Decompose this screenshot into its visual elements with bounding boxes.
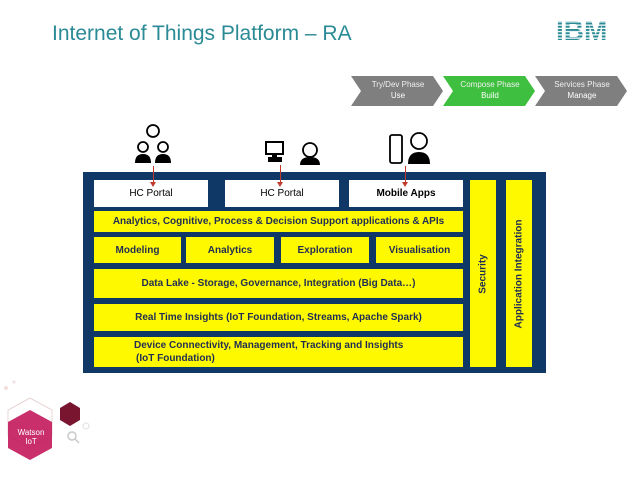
data-lake-layer: Data Lake - Storage, Governance, Integra… xyxy=(94,269,463,298)
ibm-logo: IBM xyxy=(556,16,607,42)
phase-services[interactable]: Services Phase Manage xyxy=(541,76,623,106)
watson-label-line1: Watson xyxy=(17,428,45,437)
phase-try-dev[interactable]: Try/Dev Phase Use xyxy=(357,76,439,106)
phase-chevron-build xyxy=(443,76,535,106)
phase-label: Compose Phase xyxy=(460,80,520,89)
phase-bar: Try/Dev Phase Use Compose Phase Build Se… xyxy=(351,76,627,106)
users-icon xyxy=(135,124,171,163)
tool-visualisation: Visualisation xyxy=(376,237,463,263)
device-line-2: (IoT Foundation) xyxy=(136,353,215,364)
svg-text:IBM: IBM xyxy=(556,16,607,42)
device-connectivity-layer: Device Connectivity, Management, Trackin… xyxy=(94,337,463,367)
arrow-line xyxy=(153,166,154,182)
desktop-user-icon xyxy=(265,141,320,165)
realtime-insights-layer: Real Time Insights (IoT Foundation, Stre… xyxy=(94,304,463,331)
device-line-1: Device Connectivity, Management, Trackin… xyxy=(134,340,404,351)
app-integration-label: Application Integration xyxy=(513,219,525,328)
mobile-user-icon xyxy=(389,132,430,164)
arrow-line xyxy=(280,165,281,182)
watson-iot-label: Watson IoT xyxy=(12,428,50,446)
security-label: Security xyxy=(477,253,489,294)
arrow-line xyxy=(405,166,406,182)
phase-label: Try/Dev Phase xyxy=(371,80,425,89)
tool-modeling: Modeling xyxy=(94,237,181,263)
phase-sub: Use xyxy=(390,91,406,100)
tool-exploration: Exploration xyxy=(281,237,369,263)
phase-sub: Build xyxy=(481,91,499,100)
app-integration-layer: Application Integration xyxy=(506,180,532,367)
security-layer: Security xyxy=(470,180,496,367)
phase-label: Services Phase xyxy=(554,80,610,89)
analytics-apps-layer: Analytics, Cognitive, Process & Decision… xyxy=(94,211,463,232)
tool-analytics: Analytics xyxy=(186,237,274,263)
arrow-head xyxy=(150,182,156,187)
arrow-head xyxy=(277,182,283,187)
phase-compose[interactable]: Compose Phase Build xyxy=(449,76,531,106)
page-title: Internet of Things Platform – RA xyxy=(52,22,352,45)
watson-label-line2: IoT xyxy=(25,437,37,446)
watson-iot-badge xyxy=(4,380,90,460)
phase-chevron-use xyxy=(351,76,443,106)
phase-chevron-manage xyxy=(535,76,627,106)
phase-sub: Manage xyxy=(567,91,597,100)
arrow-head xyxy=(402,182,408,187)
